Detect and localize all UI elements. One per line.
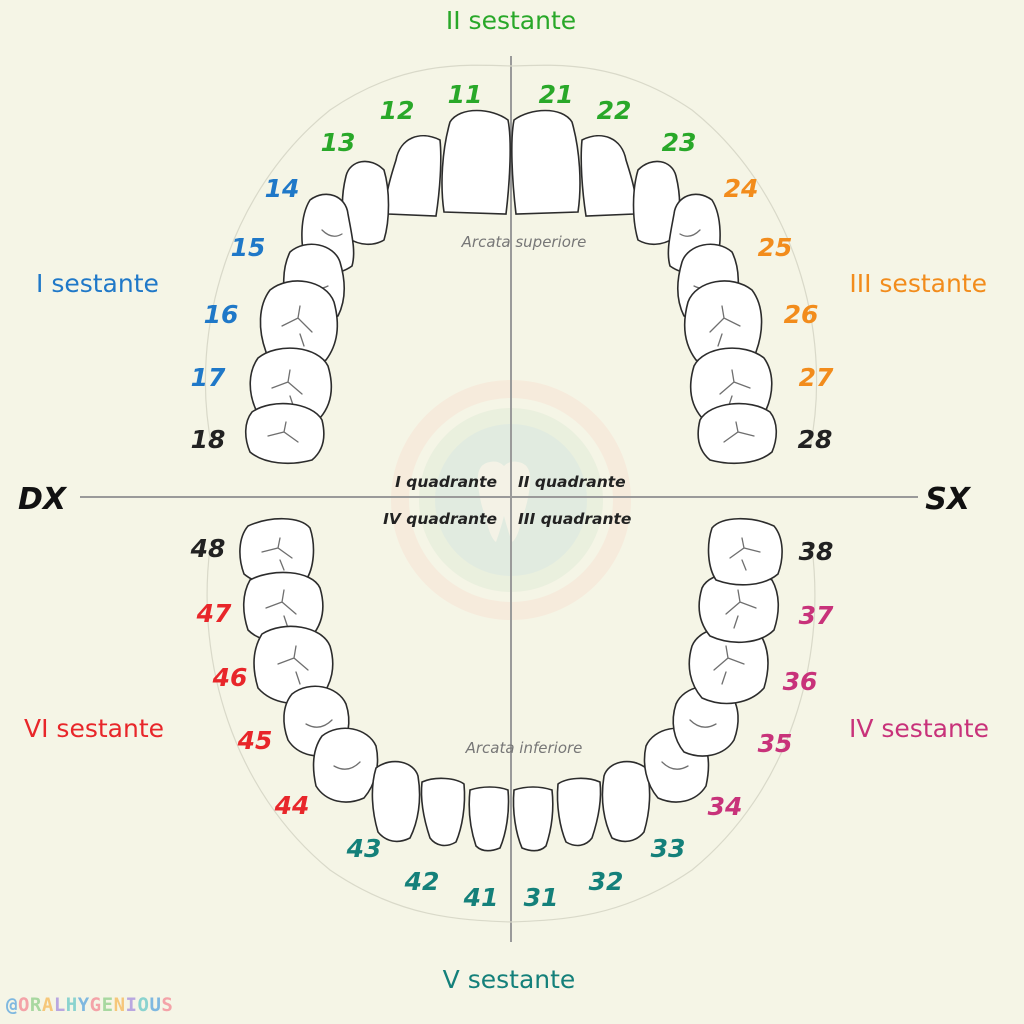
tooth-number-32: 32 [589,867,624,896]
watermark-letter: G [89,994,102,1016]
sextant-2-label: II sestante [446,6,576,35]
tooth-number-15: 15 [231,233,266,262]
watermark-letter: O [137,994,150,1016]
watermark-letter: U [149,994,162,1016]
watermark-letter: H [65,994,78,1016]
tooth-number-37: 37 [799,601,834,630]
tooth-number-41: 41 [463,883,499,912]
watermark-letter: I [125,994,138,1016]
tooth-number-35: 35 [758,729,793,758]
tooth-number-25: 25 [758,233,793,262]
quadrant-2-label: II quadrante [518,473,626,491]
sextant-4-label: IV sestante [849,714,989,743]
lower-arch-label: Arcata inferiore [465,739,583,757]
watermark-letter: R [29,994,42,1016]
watermark-letter: O [17,994,30,1016]
tooth-number-23: 23 [662,128,697,157]
lower-arch-teeth [239,517,783,852]
watermark-letter: E [101,994,114,1016]
watermark-letter: S [161,994,174,1016]
tooth-number-14: 14 [265,174,300,203]
sextant-3-label: III sestante [849,269,987,298]
watermark-letter: Y [77,994,90,1016]
tooth-number-31: 31 [524,883,559,912]
sextant-6-label: VI sestante [24,714,164,743]
watermark-letter: N [113,994,126,1016]
sextant-1-label: I sestante [36,269,159,298]
tooth-number-42: 42 [404,867,440,896]
tooth-number-21: 21 [539,80,574,109]
tooth-number-27: 27 [799,363,834,392]
tooth-18[interactable] [244,402,325,465]
watermark-letter: L [53,994,66,1016]
tooth-11[interactable] [441,109,511,215]
tooth-number-24: 24 [724,174,759,203]
tooth-26[interactable] [683,280,763,367]
tooth-16[interactable] [259,280,339,367]
upper-arch-label: Arcata superiore [461,233,587,251]
tooth-number-47: 47 [196,599,232,628]
upper-gum-outline [204,64,818,449]
tooth-number-38: 38 [799,537,834,566]
tooth-41[interactable] [468,786,510,852]
sextant-5-label: V sestante [443,965,576,994]
tooth-number-36: 36 [783,667,818,696]
tooth-43[interactable] [371,760,421,843]
watermark-label: @ORALHYGENIOUS [6,994,173,1016]
quadrant-4-label: IV quadrante [383,510,497,528]
watermark-letter: @ [6,994,18,1016]
tooth-number-34: 34 [708,792,743,821]
left-side-label: SX [925,482,972,517]
quadrant-3-label: III quadrante [518,510,631,528]
tooth-number-33: 33 [651,834,686,863]
tooth-28[interactable] [697,402,778,465]
tooth-33[interactable] [601,760,651,843]
tooth-number-12: 12 [380,96,415,125]
tooth-44[interactable] [312,727,379,803]
tooth-22[interactable] [580,135,637,217]
tooth-21[interactable] [511,109,581,215]
tooth-number-16: 16 [204,300,239,329]
tooth-number-13: 13 [321,128,356,157]
tooth-number-22: 22 [597,96,632,125]
watermark-letter: A [41,994,54,1016]
tooth-12[interactable] [385,135,442,217]
tooth-number-17: 17 [191,363,226,392]
lower-gum-outline [206,547,816,923]
right-side-label: DX [18,482,68,517]
tooth-number-28: 28 [798,425,833,454]
tooth-number-11: 11 [448,80,483,109]
tooth-38[interactable] [707,517,783,586]
tooth-42[interactable] [420,777,466,847]
tooth-number-43: 43 [346,834,382,863]
tooth-number-46: 46 [212,663,248,692]
tooth-number-18: 18 [191,425,226,454]
quadrant-1-label: I quadrante [395,473,497,491]
tooth-number-44: 44 [274,791,310,820]
tooth-31[interactable] [512,786,554,852]
tooth-32[interactable] [556,777,602,847]
tooth-number-45: 45 [237,726,273,755]
tooth-number-26: 26 [784,300,819,329]
upper-arch-teeth [244,109,778,465]
tooth-number-48: 48 [190,534,226,563]
